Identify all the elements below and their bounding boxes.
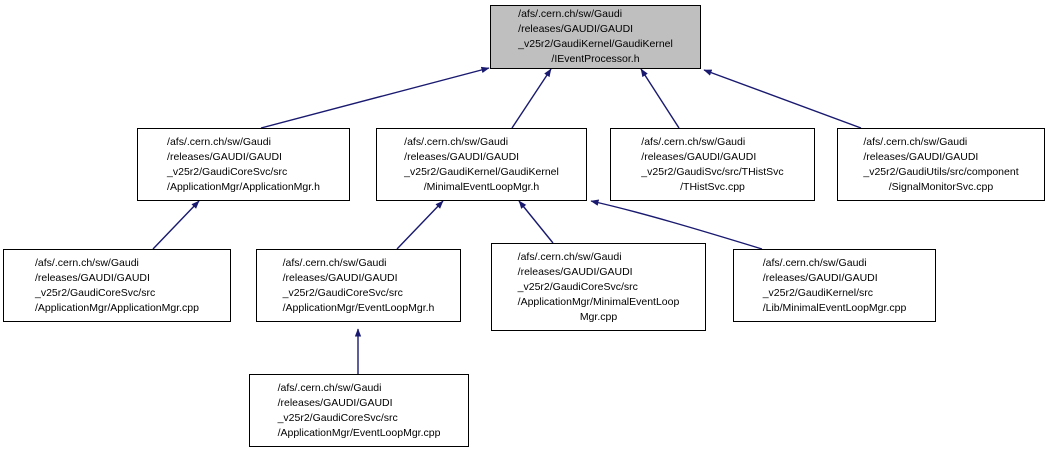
node-applicationmgr-cpp-label: /afs/.cern.ch/sw/Gaudi /releases/GAUDI/G… [34,256,199,314]
node-applicationmgr-h[interactable]: /afs/.cern.ch/sw/Gaudi /releases/GAUDI/G… [137,128,350,201]
edge-minimaleventloopmgr-h-to-ieventprocessor [511,68,552,129]
node-ieventprocessor-label: /afs/.cern.ch/sw/Gaudi /releases/GAUDI/G… [518,8,673,65]
node-minimaleventloopmgr-cpp-kernel-label: /afs/.cern.ch/sw/Gaudi /releases/GAUDI/G… [762,256,907,314]
node-eventloopmgr-cpp-label: /afs/.cern.ch/sw/Gaudi /releases/GAUDI/G… [277,381,441,439]
edge-applicationmgr-cpp-to-applicationmgr-h [152,200,200,250]
edge-thistsvc-cpp-to-ieventprocessor [640,68,680,129]
node-minimaleventloopmgr-cpp-kernel[interactable]: /afs/.cern.ch/sw/Gaudi /releases/GAUDI/G… [733,249,936,322]
node-applicationmgr-h-label: /afs/.cern.ch/sw/Gaudi /releases/GAUDI/G… [167,135,320,193]
node-eventloopmgr-h-label: /afs/.cern.ch/sw/Gaudi /releases/GAUDI/G… [282,256,435,314]
edge-minimaleventloopmgr-cpp-kernel-to-minimaleventloopmgr-h [590,199,763,250]
node-minimaleventloopmgr-cpp-core-label: /afs/.cern.ch/sw/Gaudi /releases/GAUDI/G… [517,250,680,323]
edge-signalmonitorsvc-cpp-to-ieventprocessor [703,69,862,129]
edge-eventloopmgr-h-to-minimaleventloopmgr-h [396,200,444,250]
node-minimaleventloopmgr-h[interactable]: /afs/.cern.ch/sw/Gaudi /releases/GAUDI/G… [376,128,587,201]
node-eventloopmgr-h[interactable]: /afs/.cern.ch/sw/Gaudi /releases/GAUDI/G… [256,249,461,322]
edge-applicationmgr-h-to-ieventprocessor [260,66,490,129]
edge-minimaleventloopmgr-cpp-core-to-minimaleventloopmgr-h [518,200,554,244]
node-signalmonitorsvc-cpp[interactable]: /afs/.cern.ch/sw/Gaudi /releases/GAUDI/G… [837,128,1045,201]
node-ieventprocessor[interactable]: /afs/.cern.ch/sw/Gaudi /releases/GAUDI/G… [490,5,701,69]
node-signalmonitorsvc-cpp-label: /afs/.cern.ch/sw/Gaudi /releases/GAUDI/G… [863,135,1019,193]
node-thistsvc-cpp-label: /afs/.cern.ch/sw/Gaudi /releases/GAUDI/G… [641,135,784,193]
node-thistsvc-cpp[interactable]: /afs/.cern.ch/sw/Gaudi /releases/GAUDI/G… [610,128,815,201]
node-minimaleventloopmgr-cpp-core[interactable]: /afs/.cern.ch/sw/Gaudi /releases/GAUDI/G… [491,243,706,331]
node-eventloopmgr-cpp[interactable]: /afs/.cern.ch/sw/Gaudi /releases/GAUDI/G… [249,374,469,447]
node-applicationmgr-cpp[interactable]: /afs/.cern.ch/sw/Gaudi /releases/GAUDI/G… [3,249,231,322]
node-minimaleventloopmgr-h-label: /afs/.cern.ch/sw/Gaudi /releases/GAUDI/G… [404,135,559,193]
